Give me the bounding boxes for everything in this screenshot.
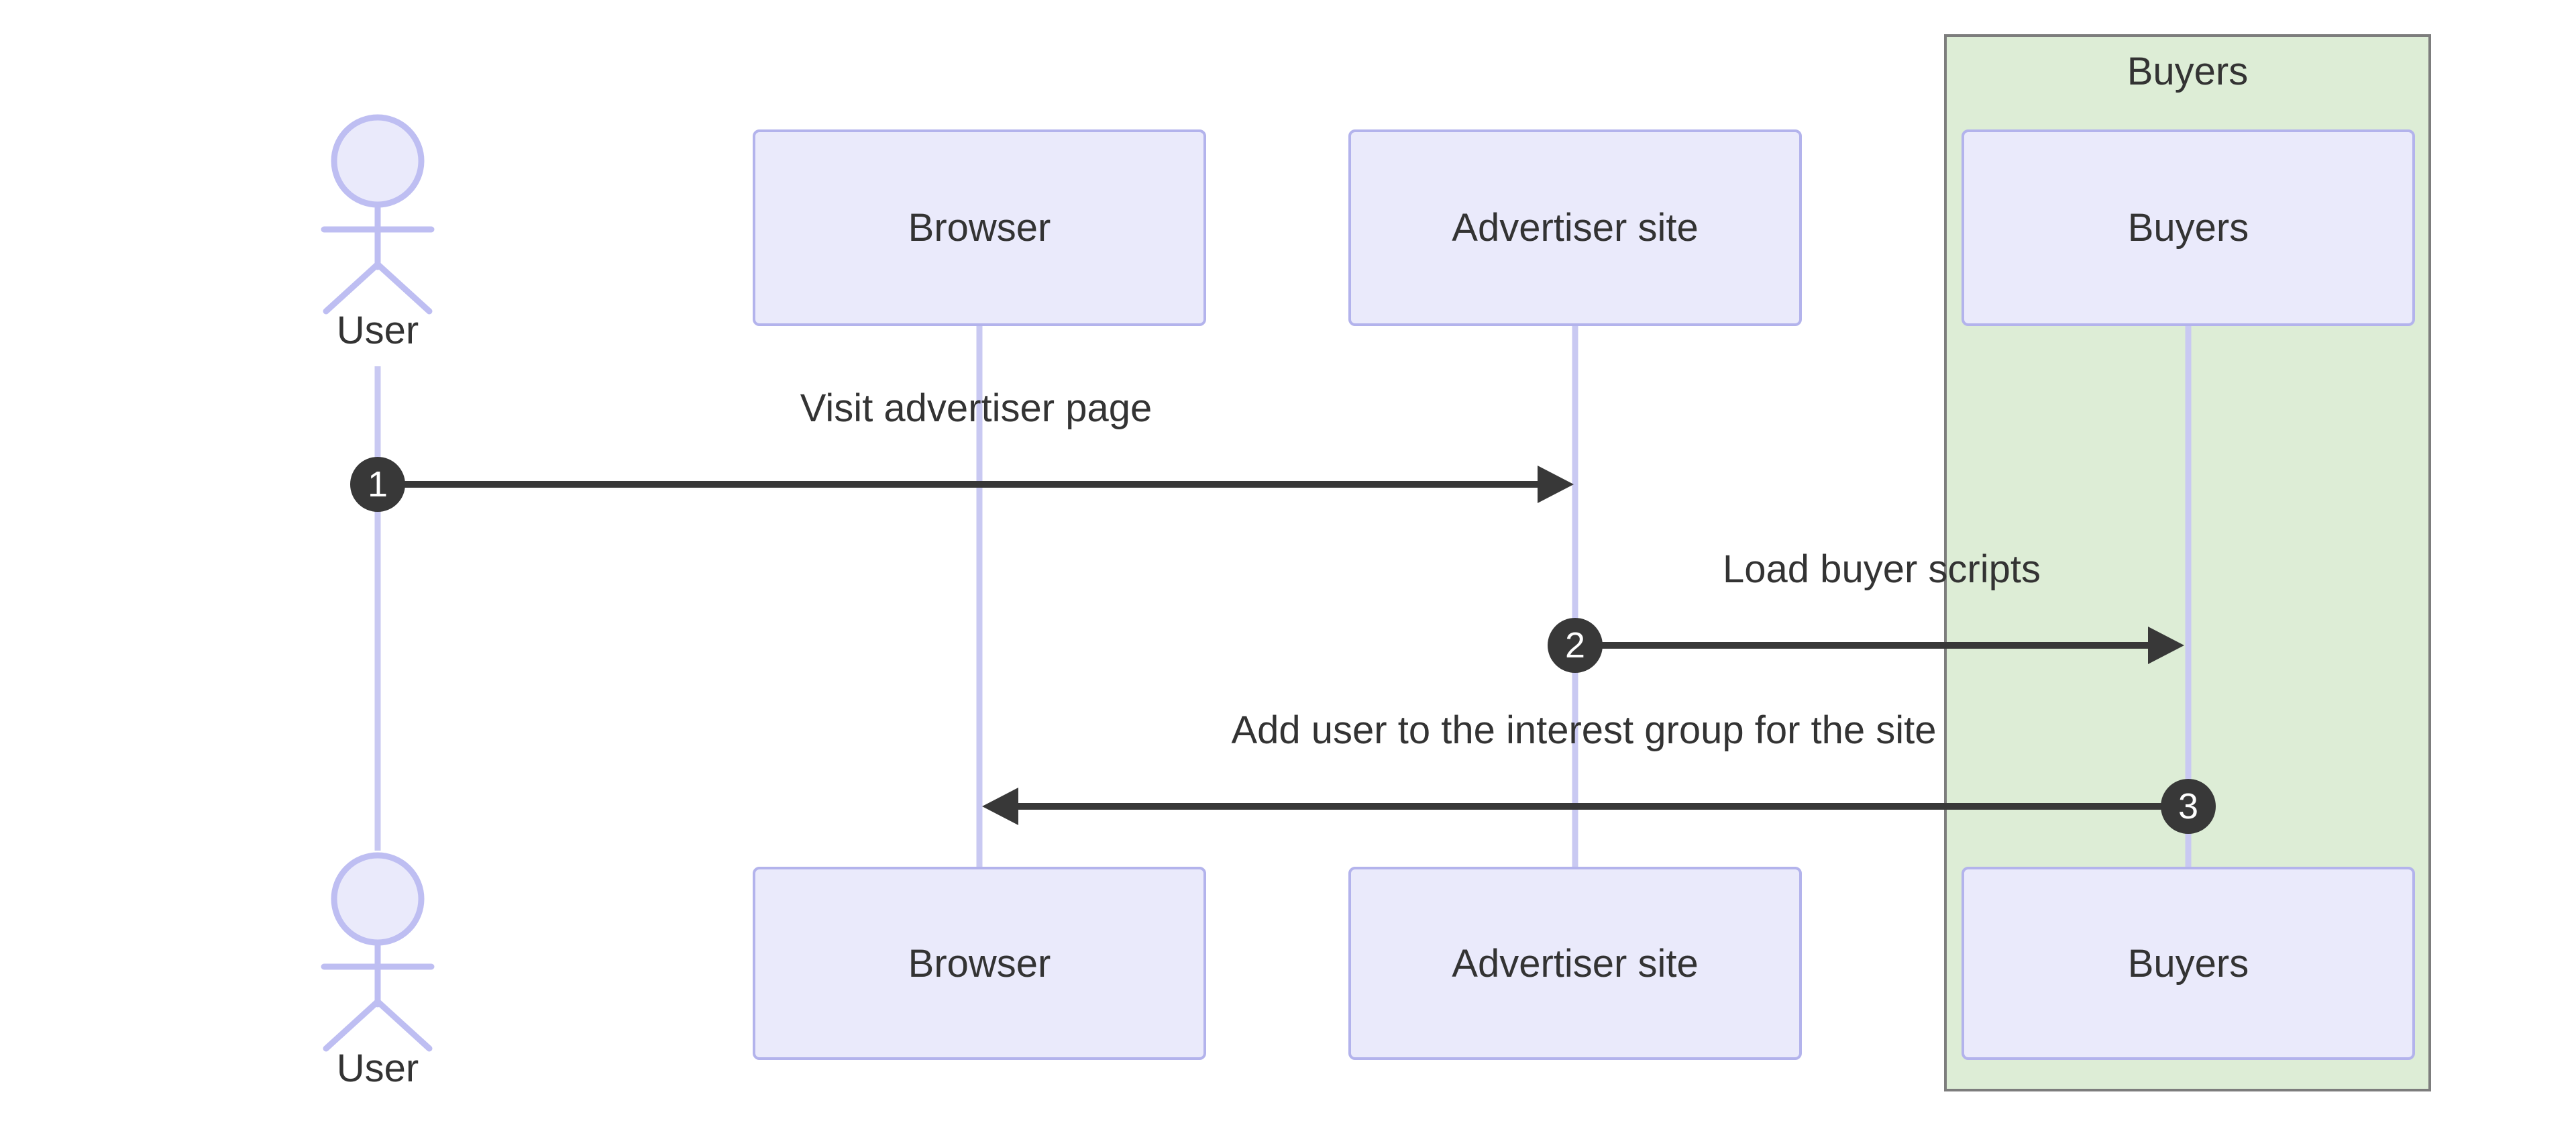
arrow-2-head	[2148, 627, 2184, 664]
user-label-top: User	[336, 309, 419, 352]
arrow-1-head	[1538, 466, 1574, 503]
buyers-group-title: Buyers	[2127, 50, 2249, 93]
message-label-3: Add user to the interest group for the s…	[1231, 708, 1937, 752]
sequence-badge-2: 2	[1548, 618, 1603, 673]
participant-box-browser-top: Browser	[753, 129, 1206, 326]
message-label-1: Visit advertiser page	[800, 386, 1152, 430]
participant-box-advertiser-bottom: Advertiser site	[1348, 867, 1802, 1060]
participant-box-buyers-top: Buyers	[1962, 129, 2415, 326]
participant-box-browser-bottom: Browser	[753, 867, 1206, 1060]
actor-head	[331, 114, 425, 208]
arrow-3-head	[982, 788, 1018, 825]
user-actor-icon-bottom	[321, 852, 435, 1052]
lifelines	[374, 326, 2192, 867]
sequence-badge-3: 3	[2161, 779, 2216, 834]
message-label-2: Load buyer scripts	[1723, 547, 2041, 591]
participant-box-advertiser-top: Advertiser site	[1348, 129, 1802, 326]
participant-box-buyers-bottom: Buyers	[1962, 867, 2415, 1060]
user-actor-icon-top	[321, 114, 435, 315]
actor-head	[331, 852, 425, 946]
sequence-badge-1: 1	[350, 457, 405, 512]
message-arrows	[378, 466, 2188, 825]
user-label-bottom: User	[336, 1047, 419, 1090]
